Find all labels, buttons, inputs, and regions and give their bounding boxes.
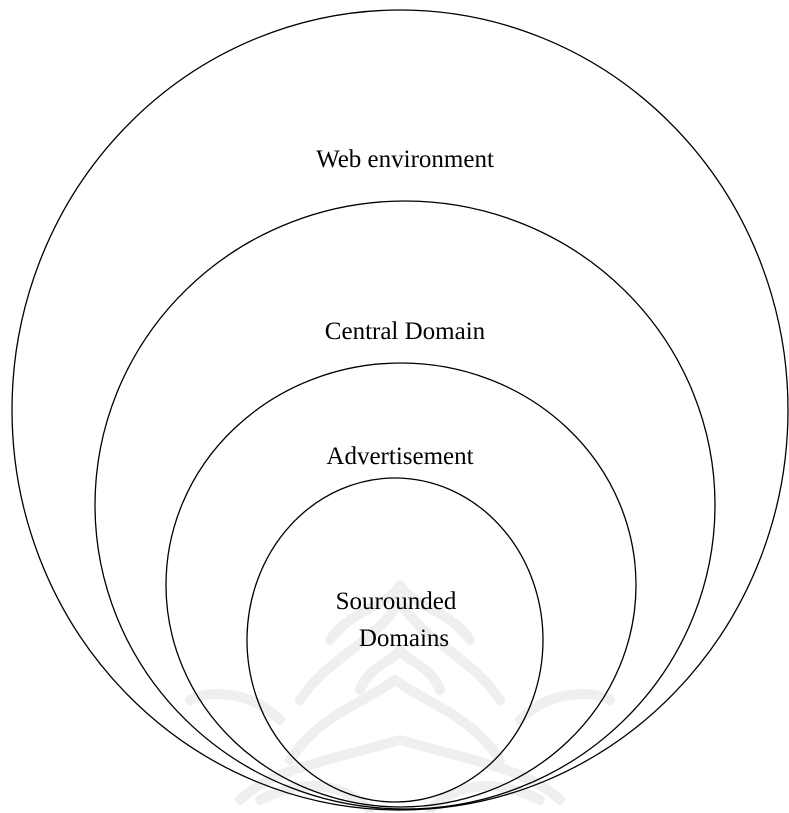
label-central-domain: Central Domain <box>325 318 486 345</box>
ring-web-environment <box>11 9 789 811</box>
ring-central-domain <box>94 200 716 810</box>
label-domains-line-2: Domains <box>359 625 449 652</box>
label-sourounded-line-1: Sourounded <box>336 588 457 615</box>
watermark-ornament <box>185 580 615 813</box>
label-web-environment: Web environment <box>316 146 494 173</box>
label-advertisement: Advertisement <box>326 443 473 470</box>
ring-advertisement <box>165 362 637 808</box>
ring-sourounded-domains <box>246 477 544 803</box>
